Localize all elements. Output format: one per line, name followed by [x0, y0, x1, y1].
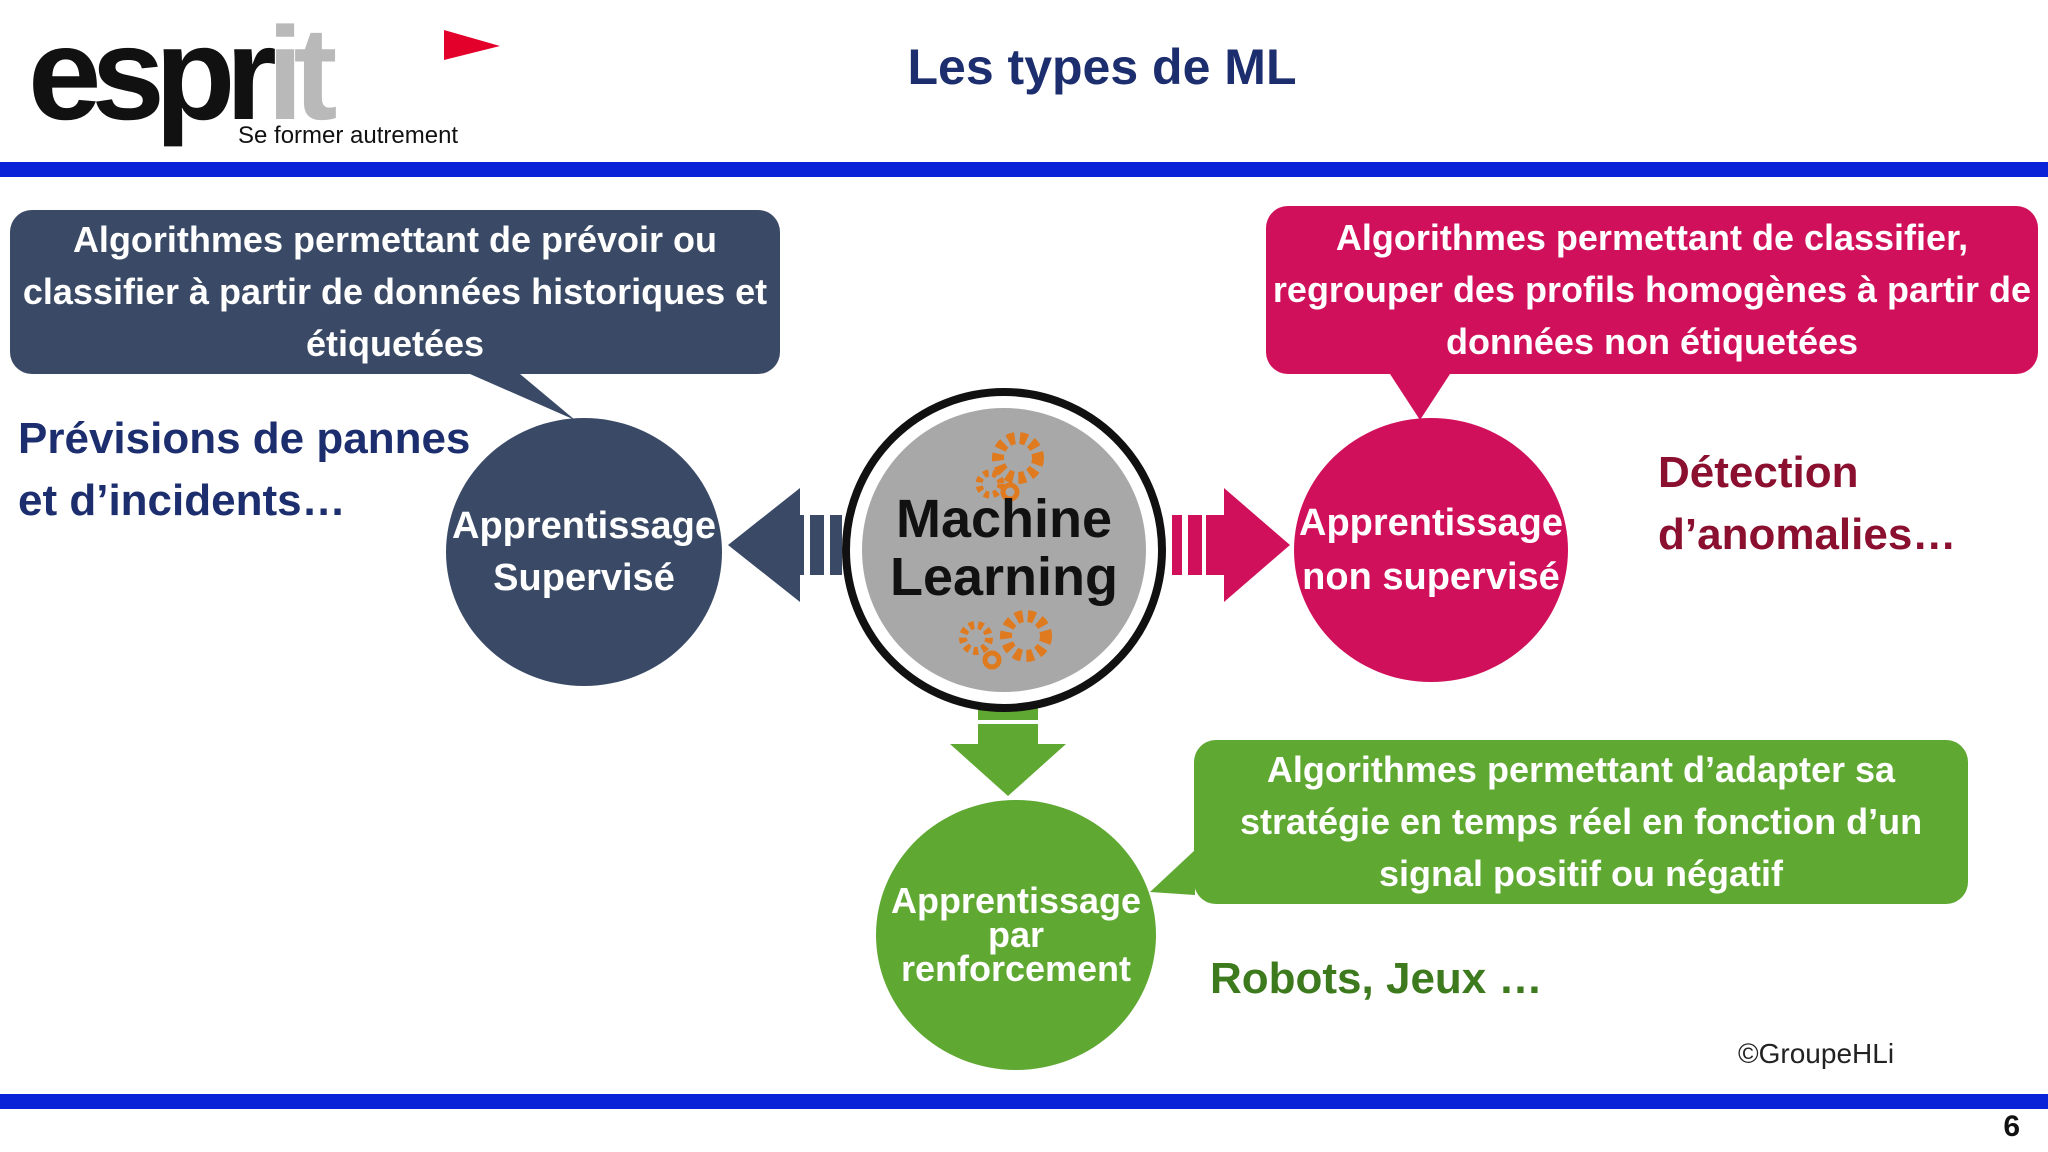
logo-accent-text: it — [266, 0, 338, 147]
logo-tagline: Se former autrement — [238, 122, 459, 149]
unsupervised-circle-line2: non supervisé — [1302, 556, 1560, 598]
center-label-line2: Learning — [889, 547, 1119, 607]
supervised-example-line1: Prévisions de pannes — [18, 414, 471, 463]
reinforcement-description-bubble: Algorithmes permettant d’adapter sa stra… — [1194, 740, 1968, 904]
header-divider — [0, 162, 2048, 177]
supervised-circle-line2: Supervisé — [493, 557, 675, 599]
center-disc — [862, 408, 1146, 692]
unsupervised-example: Détection d’anomalies… — [1658, 442, 1956, 566]
unsupervised-example-line2: d’anomalies… — [1658, 510, 1957, 559]
unsupervised-learning-circle: Apprentissage non supervisé — [1294, 418, 1568, 682]
reinforcement-circle-line1: Apprentissage — [890, 880, 1142, 921]
copyright-credit: ©GroupeHLi — [1738, 1038, 1895, 1069]
logo-wordmark: esprit — [28, 8, 337, 140]
gears-icon-bottom — [959, 610, 1052, 670]
reinforcement-circle-line2: par — [987, 914, 1045, 955]
supervised-description-bubble: Algorithmes permettant de prévoir ou cla… — [10, 210, 780, 374]
supervised-bubble-pointer — [470, 374, 575, 420]
center-label-line1: Machine — [895, 489, 1113, 549]
reinforcement-learning-circle: Apprentissage par renforcement — [876, 800, 1156, 1070]
unsupervised-bubble-pointer — [1390, 374, 1450, 420]
unsupervised-description-bubble: Algorithmes permettant de classifier, re… — [1266, 206, 2038, 374]
footer-divider — [0, 1094, 2048, 1109]
left-arrow-icon — [728, 488, 842, 602]
reinforcement-bubble-pointer — [1150, 850, 1195, 895]
right-arrow-icon — [1172, 488, 1290, 602]
page-number: 6 — [2003, 1110, 2020, 1143]
unsupervised-example-line1: Détection — [1658, 448, 1859, 497]
flag-icon — [444, 30, 500, 60]
reinforcement-example: Robots, Jeux … — [1210, 954, 1543, 1003]
center-label: Machine Learning — [860, 490, 1148, 606]
reinforcement-circle-line3: renforcement — [900, 948, 1132, 989]
unsupervised-circle-line1: Apprentissage — [1299, 502, 1563, 544]
supervised-example-line2: et d’incidents… — [18, 476, 346, 525]
logo-main-text: espr — [28, 0, 277, 147]
supervised-example: Prévisions de pannes et d’incidents… — [18, 408, 470, 532]
supervised-learning-circle: Apprentissage Supervisé — [446, 418, 722, 686]
page-title: Les types de ML — [907, 39, 1297, 95]
supervised-circle-line1: Apprentissage — [452, 505, 716, 547]
gears-icon — [975, 432, 1044, 502]
